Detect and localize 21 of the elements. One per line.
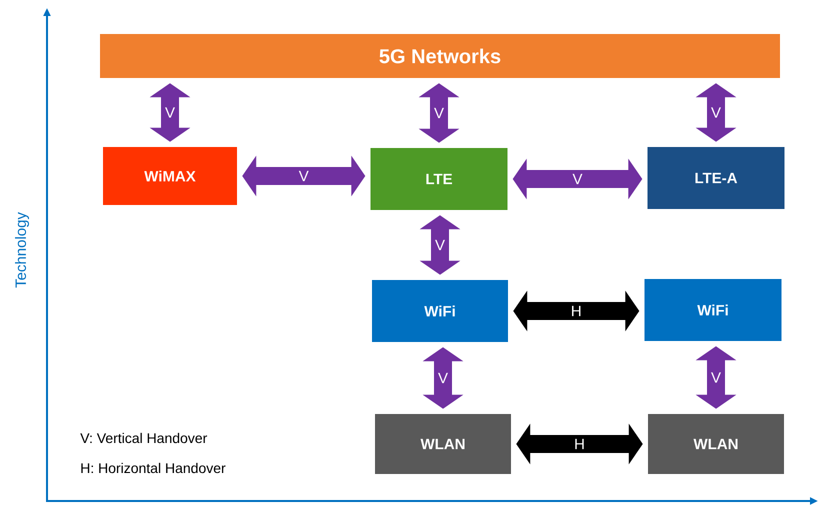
network-box: WiFi (644, 279, 782, 341)
network-box: WiMAX (103, 147, 237, 205)
legend-text: V: Vertical Handover (80, 432, 208, 444)
edge-label: H (572, 306, 580, 316)
edge-label: V (435, 240, 445, 250)
edge-label: V (711, 372, 721, 383)
edge-label: V (572, 174, 582, 184)
edge-label: V (438, 372, 448, 384)
legend-text: H: Horizontal Handover (81, 462, 226, 474)
network-box: WiFi (372, 280, 508, 342)
network-box: LTE-A (648, 147, 784, 209)
network-box: LTE (370, 148, 508, 210)
network-box: 5G Networks (100, 34, 780, 78)
axis-title: Technology (15, 212, 29, 288)
network-box: WLAN (375, 414, 511, 474)
network-box: WLAN (648, 414, 784, 474)
edge-label: V (711, 107, 721, 118)
edge-label: V (298, 170, 309, 182)
edge-label: V (165, 107, 175, 118)
edge-label: V (434, 108, 444, 118)
edge-label: H (575, 438, 584, 450)
